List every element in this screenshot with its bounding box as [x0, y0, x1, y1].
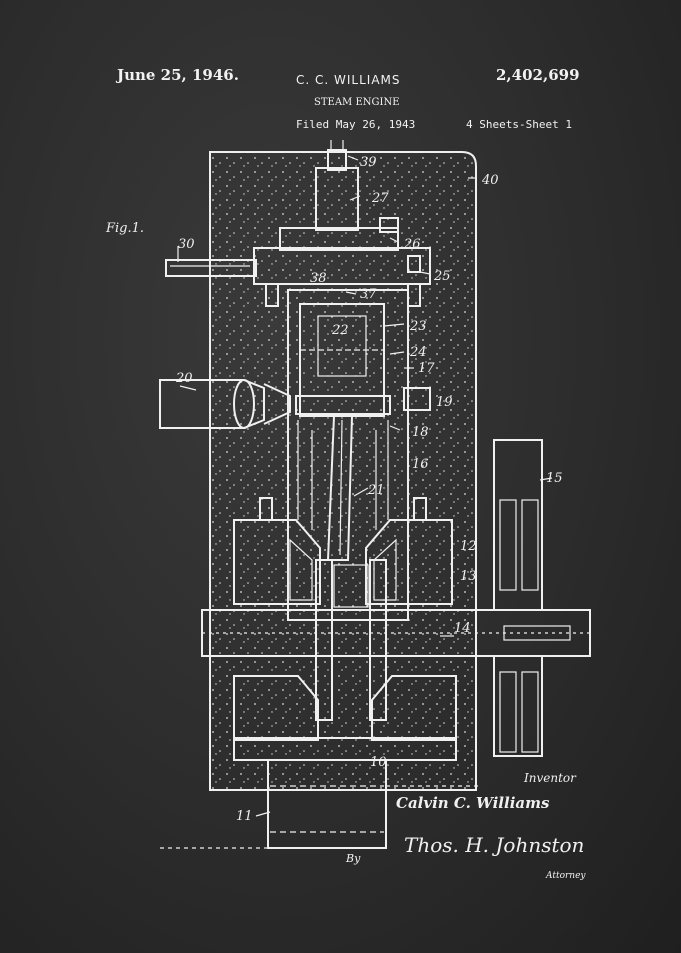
- ref-27: 27: [371, 191, 389, 206]
- ref-25: 25: [433, 269, 451, 284]
- ref-16: 16: [412, 457, 429, 472]
- ref-26: 26: [403, 237, 421, 252]
- exhaust-port-19: [403, 387, 431, 411]
- shaft-30: [165, 259, 257, 277]
- cylinder-bore: [287, 289, 409, 621]
- ref-15: 15: [546, 471, 563, 486]
- sheet-count: 4 Sheets-Sheet 1: [466, 118, 572, 131]
- ref-23: 23: [409, 319, 427, 334]
- invention-title: STEAM ENGINE: [314, 97, 400, 108]
- ref-39: 39: [360, 155, 377, 170]
- ref-40: 40: [481, 173, 499, 188]
- ref-10: 10: [370, 755, 387, 770]
- ref-12: 12: [460, 539, 477, 554]
- connecting-rod-lower: [315, 559, 387, 721]
- leader-lines: [177, 155, 553, 817]
- patent-number: 2,402,699: [496, 66, 580, 84]
- inventor-caption: Inventor: [523, 771, 577, 785]
- ref-30: 30: [178, 237, 195, 252]
- inventor-header: C. C. WILLIAMS: [296, 73, 401, 87]
- by-label: By: [345, 852, 361, 865]
- ref-21: 21: [367, 483, 385, 498]
- ref-11: 11: [236, 809, 253, 824]
- crosshead-25: [253, 247, 431, 307]
- patent-date: June 25, 1946.: [117, 66, 239, 84]
- flywheel-15: [493, 439, 543, 757]
- valve-stem-assembly: [279, 140, 399, 251]
- ref-37: 37: [360, 287, 377, 302]
- attorney-signature: Thos. H. Johnston: [404, 833, 584, 857]
- ref-22: 22: [331, 323, 349, 338]
- filing-date: Filed May 26, 1943: [296, 118, 416, 131]
- ref-17: 17: [418, 361, 435, 376]
- ref-14: 14: [454, 621, 471, 636]
- ref-13: 13: [460, 569, 477, 584]
- attorney-caption: Attorney: [545, 871, 586, 881]
- figure-label: Fig.1.: [105, 221, 144, 236]
- ref-20: 20: [175, 371, 193, 386]
- ref-24: 24: [409, 345, 427, 360]
- ref-19: 19: [436, 395, 453, 410]
- inventor-signature: Calvin C. Williams: [396, 794, 550, 812]
- oil-sump-11: [160, 759, 480, 849]
- piston-rod-21: [297, 415, 389, 561]
- reference-numerals: 39 40 27 26 25 30 38 37 22 23 24 17 20 1…: [175, 155, 563, 824]
- ref-18: 18: [412, 425, 429, 440]
- casing-40: [209, 151, 477, 791]
- signature-block: Inventor Calvin C. Williams By Thos. H. …: [345, 771, 586, 881]
- bearing-housing-12: [233, 497, 453, 605]
- ref-38: 38: [310, 271, 327, 286]
- steam-inlet-20: [159, 379, 291, 429]
- crankshaft-14: [201, 609, 591, 657]
